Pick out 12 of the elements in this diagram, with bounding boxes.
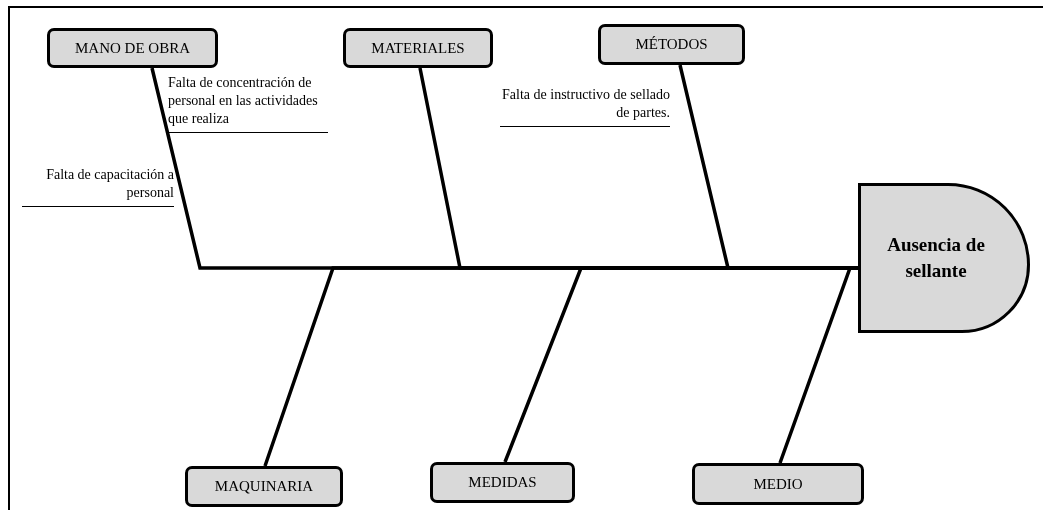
category-box: MATERIALES bbox=[343, 28, 493, 68]
category-box: MAQUINARIA bbox=[185, 466, 343, 507]
category-box: MEDIDAS bbox=[430, 462, 575, 503]
category-box: MEDIO bbox=[692, 463, 864, 505]
cause-text: Falta de instructivo de sellado de partes. bbox=[500, 86, 670, 127]
category-box: MANO DE OBRA bbox=[47, 28, 218, 68]
effect-shape bbox=[858, 183, 1030, 333]
cause-text: Falta de capacitación a personal bbox=[22, 166, 174, 207]
cause-text: Falta de concentración de personal en las actividades que realiza bbox=[168, 74, 328, 133]
fishbone-line bbox=[778, 266, 858, 464]
category-box: MÉTODOS bbox=[598, 24, 745, 65]
effect-text: Ausencia de sellante bbox=[886, 233, 986, 283]
